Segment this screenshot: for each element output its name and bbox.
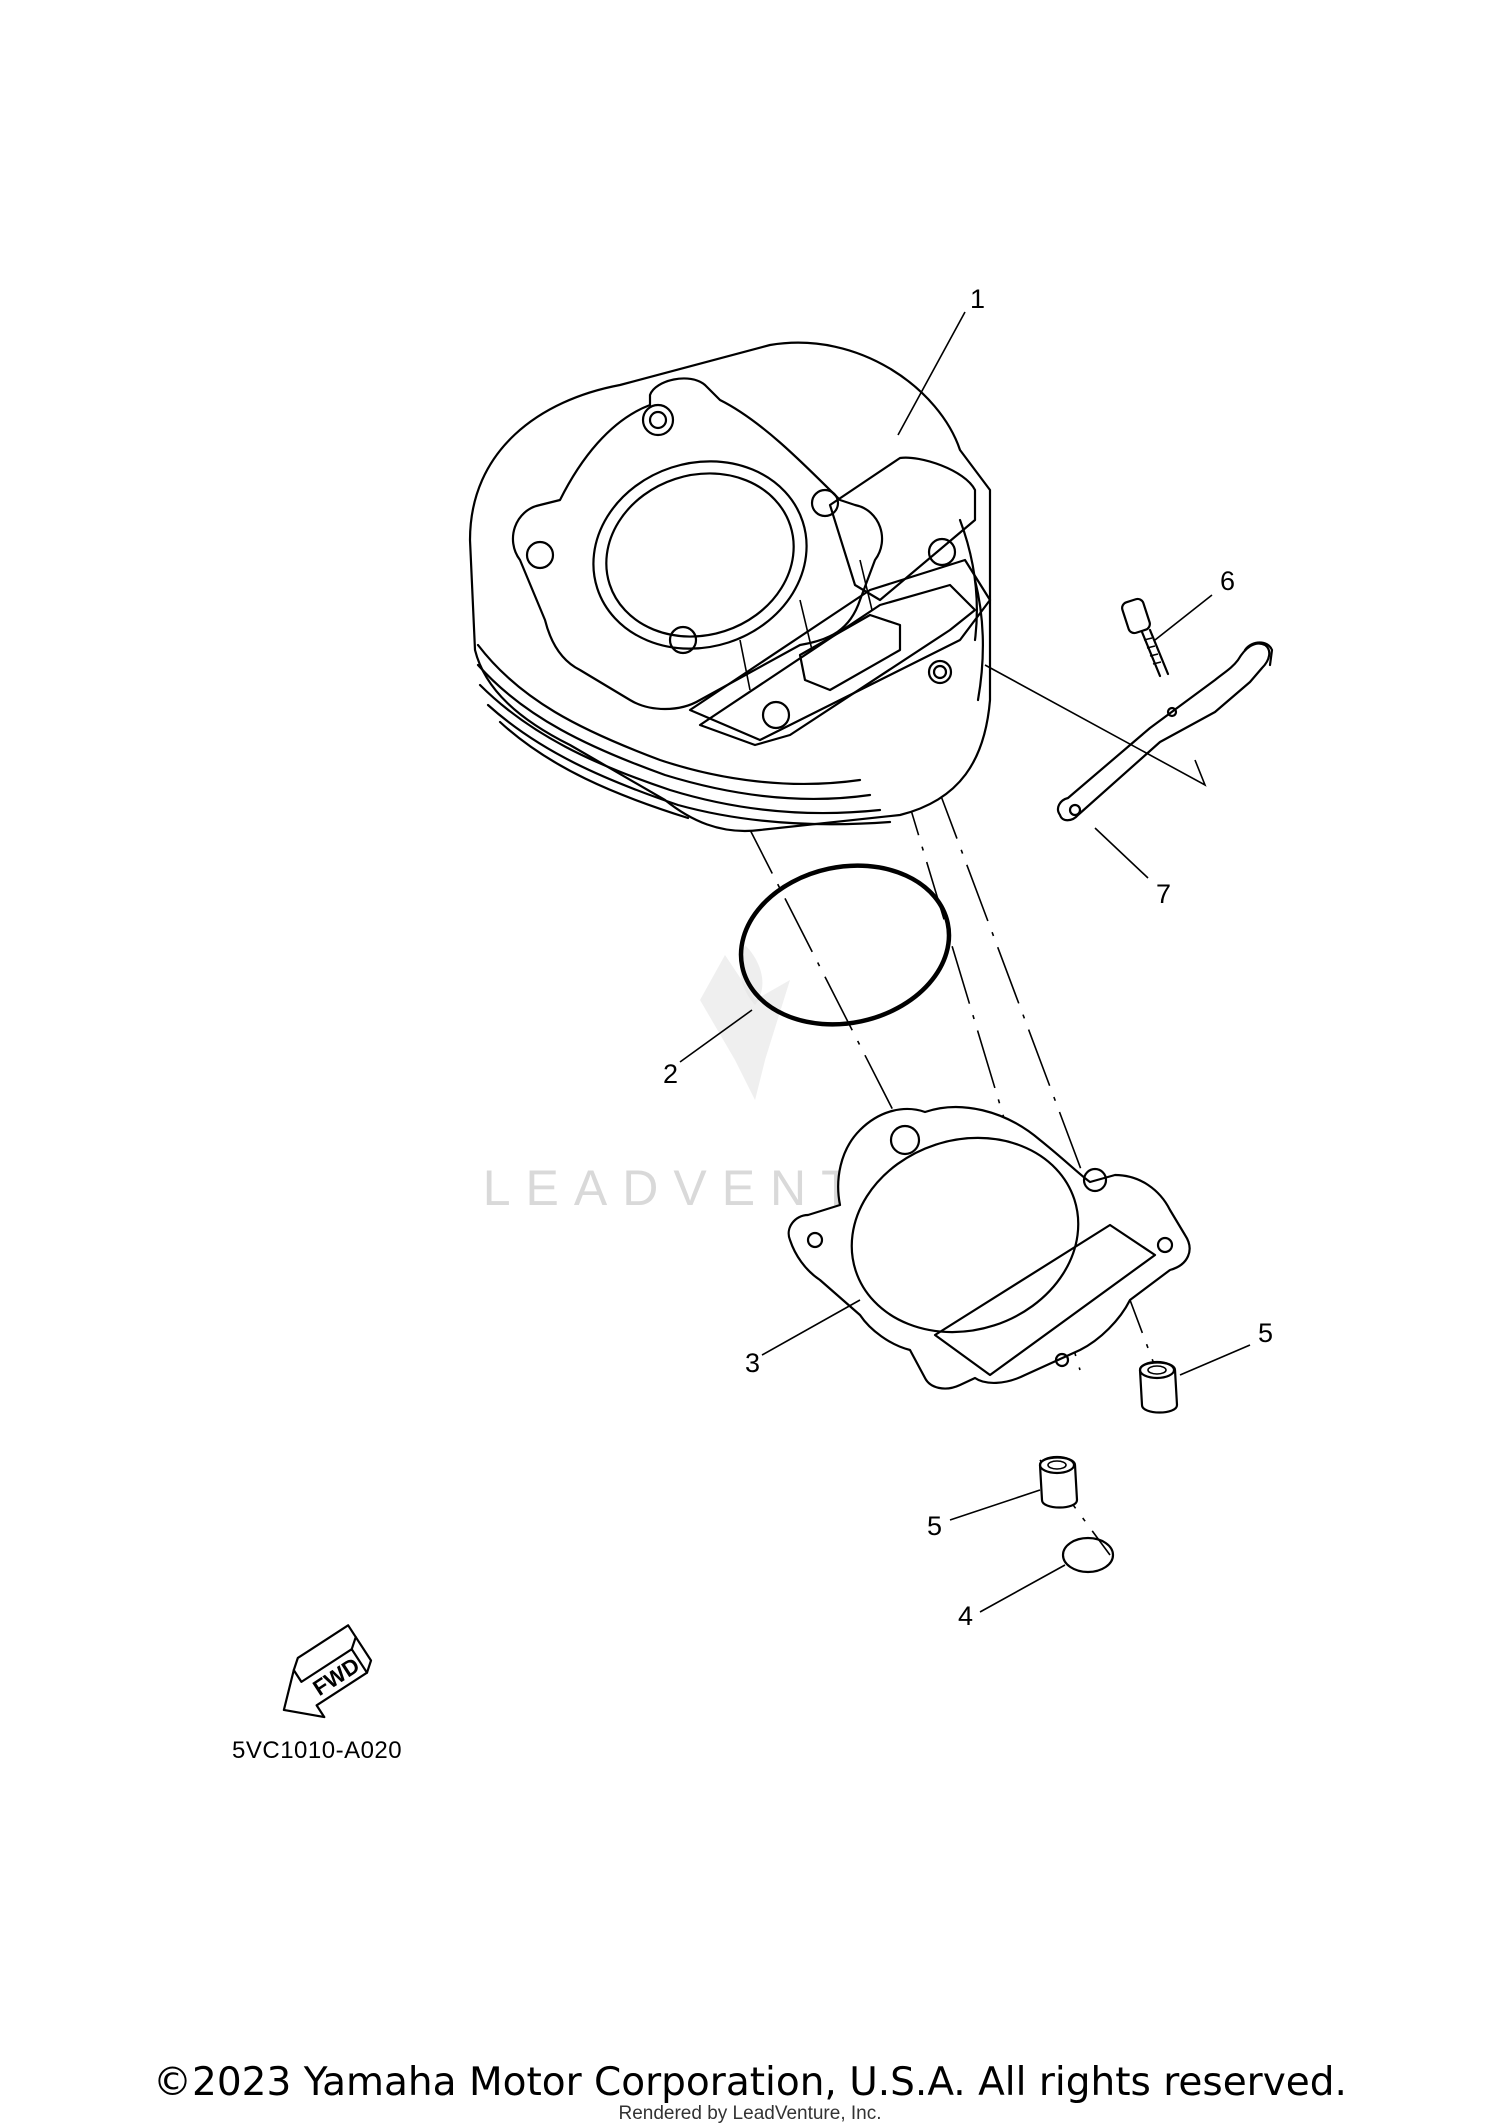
rendered-by-notice: Rendered by LeadVenture, Inc.: [618, 2103, 882, 2124]
part-5-dowel-pin-left[interactable]: [1038, 1455, 1079, 1509]
leadventure-logo-icon: [700, 945, 790, 1100]
part-3-gasket[interactable]: [787, 1105, 1191, 1390]
part-7-bracket[interactable]: [984, 641, 1274, 822]
part-2-o-ring[interactable]: [726, 847, 964, 1043]
callout-5-left: 5: [927, 1511, 942, 1541]
leader-lines: [679, 311, 1251, 1613]
callout-4: 4: [958, 1601, 973, 1631]
copyright-notice: ©2023 Yamaha Motor Corporation, U.S.A. A…: [153, 2060, 1347, 2105]
callout-7: 7: [1156, 879, 1171, 909]
callout-3: 3: [745, 1348, 760, 1378]
callout-6: 6: [1220, 566, 1235, 596]
diagram-code: 5VC1010-A020: [232, 1737, 402, 1764]
fwd-arrow-icon: FWD: [282, 1624, 373, 1719]
part-6-bolt[interactable]: [1121, 597, 1170, 678]
callout-1: 1: [970, 284, 985, 314]
part-4-small-o-ring[interactable]: [1061, 1536, 1115, 1574]
callouts: 1 6 7 2 3 5 5 4: [663, 284, 1273, 1631]
callout-5-right: 5: [1258, 1318, 1273, 1348]
part-5-dowel-pin-right[interactable]: [1138, 1360, 1179, 1414]
callout-2: 2: [663, 1059, 678, 1089]
part-1-cylinder[interactable]: [468, 341, 992, 832]
